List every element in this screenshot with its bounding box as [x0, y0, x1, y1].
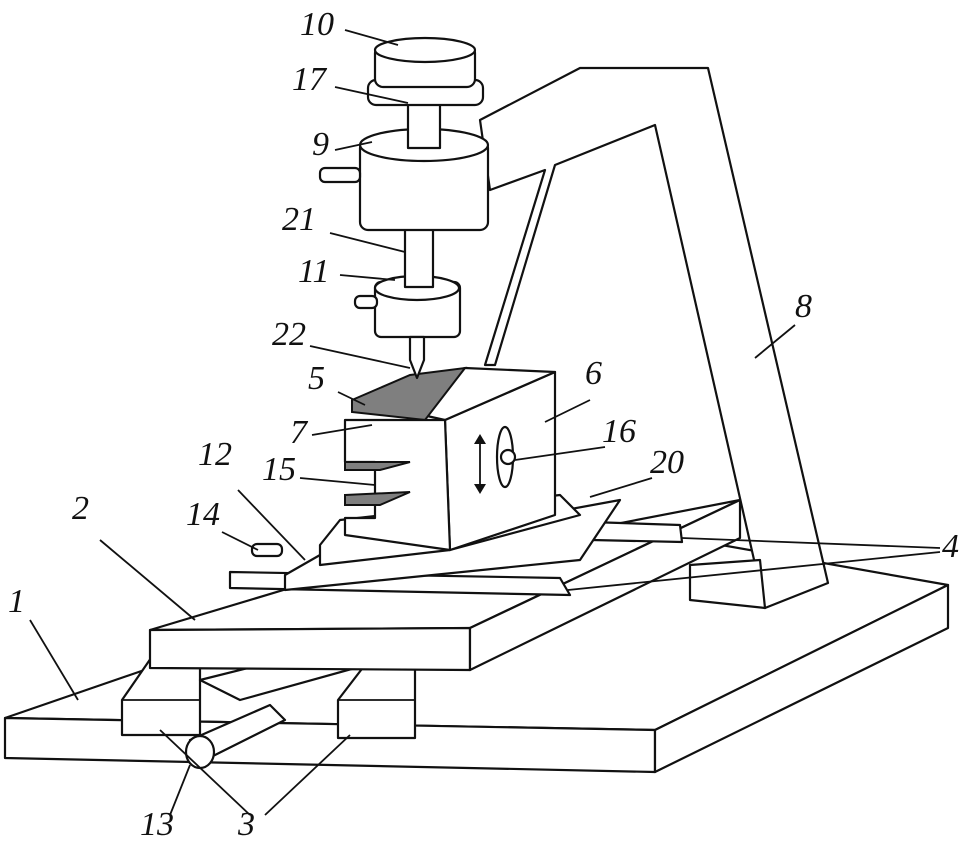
- shaft: [403, 223, 435, 289]
- leader-lines: [29, 29, 941, 816]
- label-8: 8: [795, 288, 812, 325]
- label-11: 11: [298, 253, 330, 290]
- adjust-screw: [499, 448, 517, 466]
- label-10: 10: [300, 6, 334, 43]
- label-9: 9: [312, 126, 329, 163]
- label-14: 14: [186, 496, 220, 533]
- specimen-strip-upper: [344, 461, 411, 471]
- upper-shaft: [406, 98, 442, 150]
- base-plate-side: [653, 583, 950, 774]
- label-15: 15: [262, 451, 296, 488]
- knob-11: [353, 294, 379, 310]
- micrometer-knob: [184, 734, 216, 770]
- label-1: 1: [8, 583, 25, 620]
- specimen-strip-lower: [344, 491, 411, 506]
- column-arm: [478, 66, 830, 610]
- arm-foot: [688, 558, 767, 610]
- label-4: 4: [942, 528, 959, 565]
- label-12: 12: [198, 436, 232, 473]
- label-20: 20: [650, 444, 684, 481]
- label-17: 17: [292, 61, 326, 98]
- label-21: 21: [282, 201, 316, 238]
- fixture-box-front: [343, 418, 452, 552]
- knob-14: [250, 542, 284, 558]
- slide-table-front: [148, 626, 472, 672]
- indenter-tip: [408, 335, 426, 380]
- label-5: 5: [308, 360, 325, 397]
- label-16: 16: [602, 413, 636, 450]
- label-6: 6: [585, 355, 602, 392]
- knob-9: [318, 166, 362, 184]
- label-7: 7: [290, 414, 307, 451]
- label-22: 22: [272, 316, 306, 353]
- label-13: 13: [140, 806, 174, 843]
- label-3: 3: [238, 806, 255, 843]
- label-2: 2: [72, 490, 89, 527]
- specimen-plate: [351, 366, 468, 422]
